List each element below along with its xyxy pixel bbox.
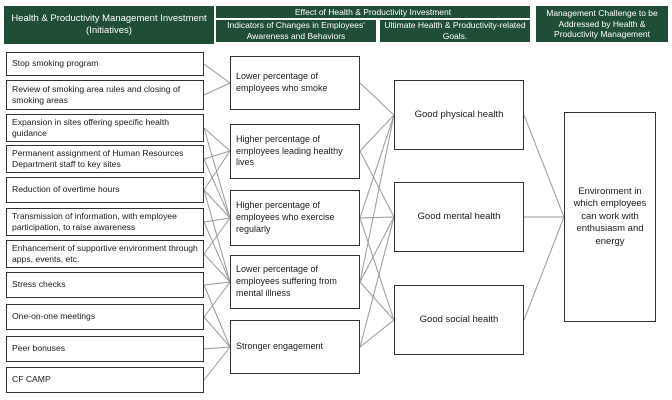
header-indicators: Indicators of Changes in Employees' Awar… [216, 20, 376, 42]
connector-initiative-indicator [203, 63, 231, 84]
initiative-peer-bonuses: Peer bonuses [6, 336, 204, 362]
initiative-stress-checks: Stress checks [6, 272, 204, 298]
connector-indicator-goal [359, 216, 395, 283]
connector-goal-challenge [523, 216, 565, 321]
indicator-smoking: Lower percentage of employees who smoke [230, 56, 360, 110]
connector-initiative-indicator [203, 346, 231, 381]
connector-initiative-indicator [203, 221, 231, 283]
header-effect: Effect of Health & Productivity Investme… [216, 6, 530, 18]
initiative-hr-staff: Permanent assignment of Human Resources … [6, 145, 204, 173]
challenge-environment: Environment in which employees can work … [564, 112, 656, 322]
header-investment: Health & Productivity Management Investm… [4, 6, 214, 44]
connector-initiative-indicator [203, 316, 231, 348]
connector-initiative-indicator [203, 189, 231, 219]
connector-indicator-goal [359, 216, 395, 219]
connector-indicator-goal [359, 114, 395, 283]
connector-initiative-indicator [203, 150, 231, 160]
initiative-smoking-area-review: Review of smoking area rules and closing… [6, 80, 204, 110]
connector-initiative-indicator [203, 150, 231, 191]
connector-initiative-indicator [203, 281, 231, 318]
connector-indicator-goal [359, 216, 395, 348]
initiative-stop-smoking: Stop smoking program [6, 52, 204, 76]
connector-initiative-indicator [203, 82, 231, 96]
indicator-engagement: Stronger engagement [230, 320, 360, 374]
initiative-overtime-reduction: Reduction of overtime hours [6, 177, 204, 203]
indicator-healthy-lives: Higher percentage of employees leading h… [230, 124, 360, 179]
indicator-mental-illness: Lower percentage of employees suffering … [230, 255, 360, 309]
connector-initiative-indicator [203, 158, 231, 219]
connector-initiative-indicator [203, 127, 231, 152]
goal-physical-health: Good physical health [394, 80, 524, 150]
connector-indicator-goal [359, 217, 395, 321]
connector-initiative-indicator [203, 217, 231, 223]
header-challenge: Management Challenge to be Addressed by … [536, 6, 668, 42]
goal-mental-health: Good mental health [394, 182, 524, 252]
goal-social-health: Good social health [394, 285, 524, 355]
header-goals: Ultimate Health & Productivity-related G… [380, 20, 530, 42]
initiative-supportive-environment: Enhancement of supportive environment th… [6, 240, 204, 268]
connector-initiative-indicator [203, 346, 231, 350]
initiative-cf-camp: CF CAMP [6, 367, 204, 393]
connector-initiative-indicator [203, 127, 231, 219]
connector-indicator-goal [359, 114, 395, 152]
connector-goal-challenge [523, 114, 565, 218]
connector-initiative-indicator [203, 253, 231, 283]
connector-indicator-goal [359, 150, 395, 218]
indicator-exercise: Higher percentage of employees who exerc… [230, 190, 360, 246]
initiative-one-on-one: One-on-one meetings [6, 304, 204, 330]
connector-indicator-goal [359, 319, 395, 348]
initiative-health-guidance: Expansion in sites offering specific hea… [6, 114, 204, 142]
connector-indicator-goal [359, 82, 395, 116]
initiative-information-transmission: Transmission of information, with employ… [6, 208, 204, 236]
connector-indicator-goal [359, 114, 395, 219]
connector-initiative-indicator [203, 189, 231, 283]
connector-indicator-goal [359, 281, 395, 321]
connector-initiative-indicator [203, 284, 231, 348]
connector-initiative-indicator [203, 281, 231, 286]
